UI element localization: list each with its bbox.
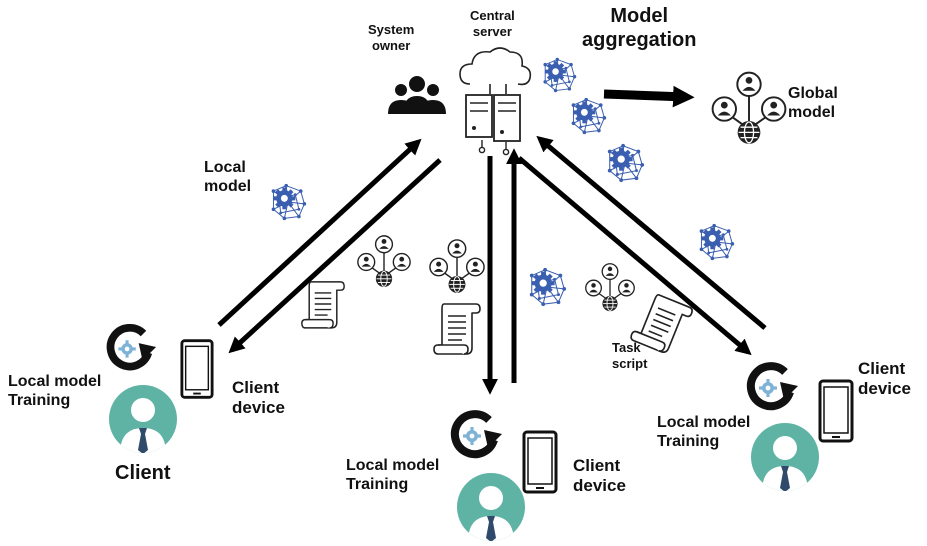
model-aggregation-label: Model aggregation [582,5,697,51]
right-training-loop-icon [751,366,798,406]
arrow-left-up [217,138,422,327]
model-neural-icon-4 [271,183,307,221]
client-label: Client [115,462,171,484]
mid-device-label: Client device [573,456,626,496]
mid-phone-icon [522,430,558,494]
left-training-loop-icon [111,328,157,367]
right-device-label: Client device [858,359,911,399]
global-model-label: Global model [788,85,838,122]
right-client-avatar [751,423,819,492]
mid-training-label: Local model Training [346,457,440,494]
left-phone-icon [180,339,214,399]
model-neural-icon-3 [607,143,645,183]
system-owner-label: System owner [368,22,415,53]
network-icon-3 [585,263,635,312]
mid-client-avatar [457,473,525,542]
arrow-left-down [228,158,442,354]
local-model-label: Local model [204,159,252,196]
arrow-right-down [517,156,752,356]
left-training-label: Local model Training [8,373,102,410]
task-script-label: Task script [612,340,648,371]
flow-arrows [217,135,767,395]
model-neural-icon-6 [529,267,567,307]
left-device-label: Client device [232,378,285,418]
mid-training-loop-icon [455,414,502,454]
network-icon-2 [429,239,485,293]
network-icon-1 [357,235,411,287]
scroll-icon-1 [301,281,345,329]
left-client-avatar [109,385,177,454]
right-training-label: Local model Training [657,414,751,451]
central-server-icon [459,47,532,156]
model-neural-icon-1 [542,57,577,93]
right-phone-icon [818,379,854,443]
model-neural-icon-5 [699,223,735,261]
arrow-right-up [536,135,767,330]
system-owner-icon [388,76,446,114]
central-server-label: Central server [470,8,515,39]
scroll-icon-2 [433,303,481,355]
aggregation-arrow [603,85,695,108]
global-model-icon [711,71,787,144]
model-neural-icon-2 [571,97,607,135]
